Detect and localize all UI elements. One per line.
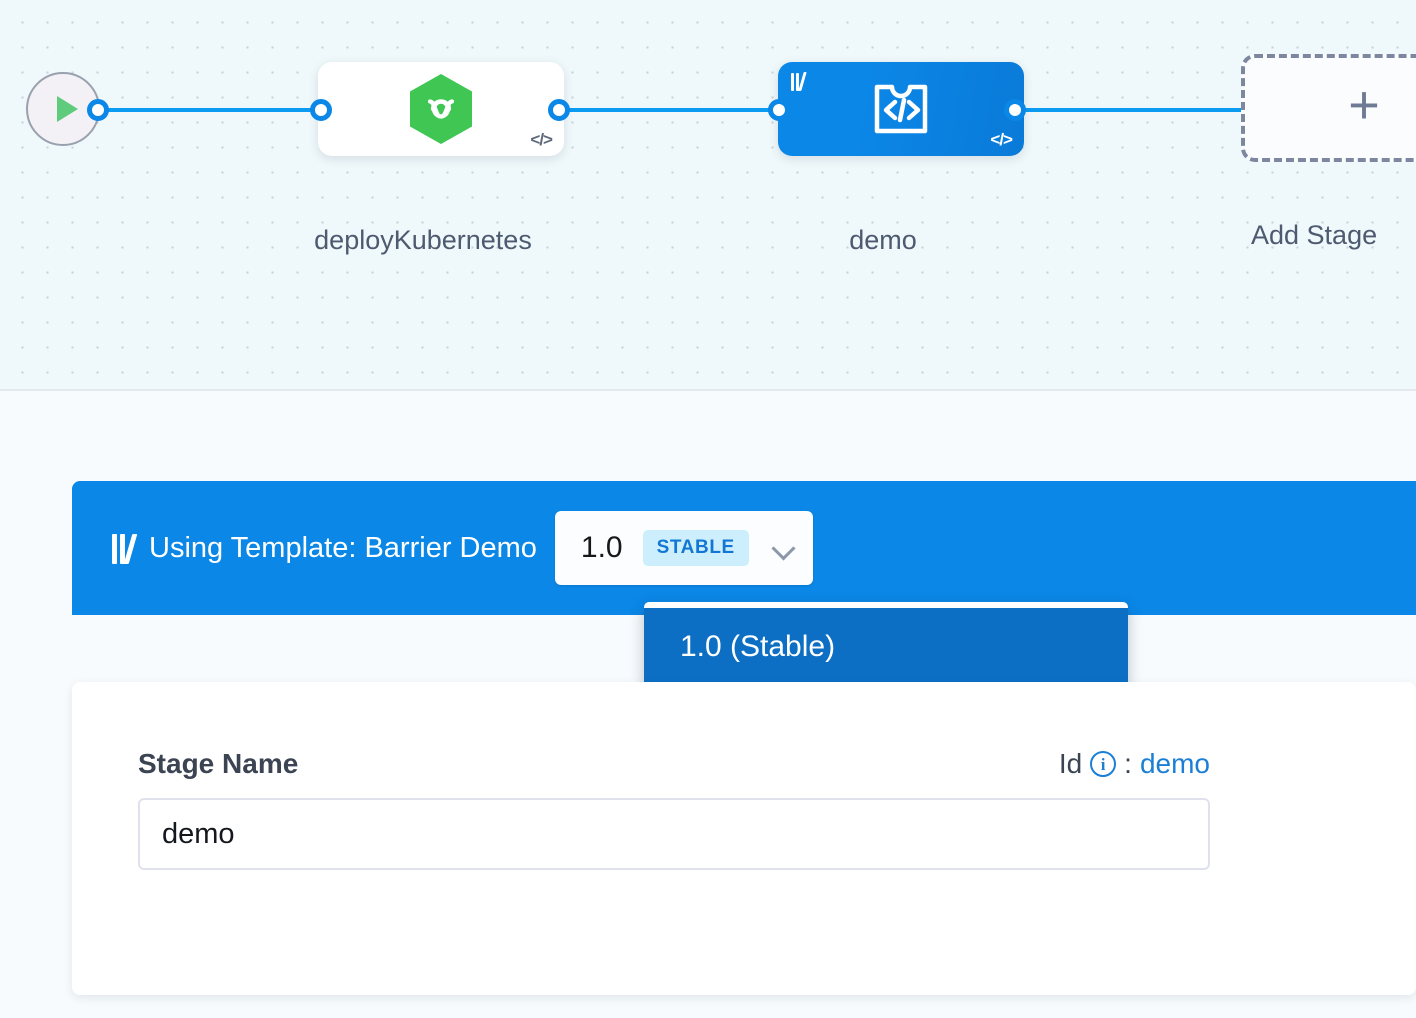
id-label: Id [1058, 748, 1083, 779]
dropdown-option-1-0-stable[interactable]: 1.0 (Stable) [644, 608, 1128, 686]
template-version-value: 1.0 [580, 531, 623, 564]
port-deploy-output[interactable] [548, 99, 570, 121]
chevron-down-icon[interactable] [773, 537, 795, 559]
port-deploy-input[interactable] [310, 99, 332, 121]
add-stage-node[interactable]: + [1241, 54, 1416, 162]
code-icon: </> [530, 130, 553, 149]
stage-name-label: Stage Name [138, 748, 299, 779]
status-badge: STABLE [642, 530, 749, 566]
stage-details-card: Stage Name Id i : demo [72, 682, 1416, 995]
edge-start-to-deploy [95, 108, 330, 112]
using-template-bar: Using Template: Barrier Demo 1.0 STABLE [72, 481, 1416, 615]
template-version-select[interactable]: 1.0 STABLE [554, 511, 813, 585]
stage-config-panel: Using Template: Barrier Demo 1.0 STABLE … [0, 391, 1416, 1018]
plus-icon: + [1348, 75, 1380, 135]
stage-id-row: Id i : demo [1059, 748, 1210, 780]
edge-deploy-to-demo [548, 108, 788, 112]
code-icon: </> [990, 130, 1013, 149]
stage-id-value[interactable]: demo [1139, 748, 1210, 779]
stage-node-demo[interactable]: </> [778, 62, 1024, 156]
play-icon [56, 96, 78, 122]
stage-name-input[interactable] [138, 798, 1210, 870]
port-demo-input[interactable] [768, 99, 790, 121]
template-library-icon [791, 71, 807, 91]
stage-label-demo: demo [849, 225, 917, 255]
edge-demo-to-add-stage [1005, 108, 1253, 112]
harness-kubernetes-hexagon-icon [318, 62, 564, 156]
add-stage-label: Add Stage [1251, 220, 1378, 250]
pipeline-canvas[interactable]: </> </> + deployKubernetes demo Add Stag… [0, 0, 1416, 391]
port-start-output[interactable] [87, 99, 109, 121]
template-library-icon [112, 532, 138, 564]
using-template-text: Using Template: Barrier Demo [149, 531, 537, 564]
custom-stage-code-icon [778, 62, 1024, 156]
stage-name-field-header: Stage Name Id i : demo [138, 748, 1210, 780]
template-version-dropdown[interactable]: 1.0 (Stable) [644, 602, 1128, 686]
id-separator: : [1124, 748, 1132, 779]
stage-label-deploy-kubernetes: deployKubernetes [314, 225, 532, 255]
port-demo-output[interactable] [1004, 99, 1026, 121]
info-icon[interactable]: i [1090, 751, 1117, 777]
stage-node-deploy-kubernetes[interactable]: </> [318, 62, 564, 156]
